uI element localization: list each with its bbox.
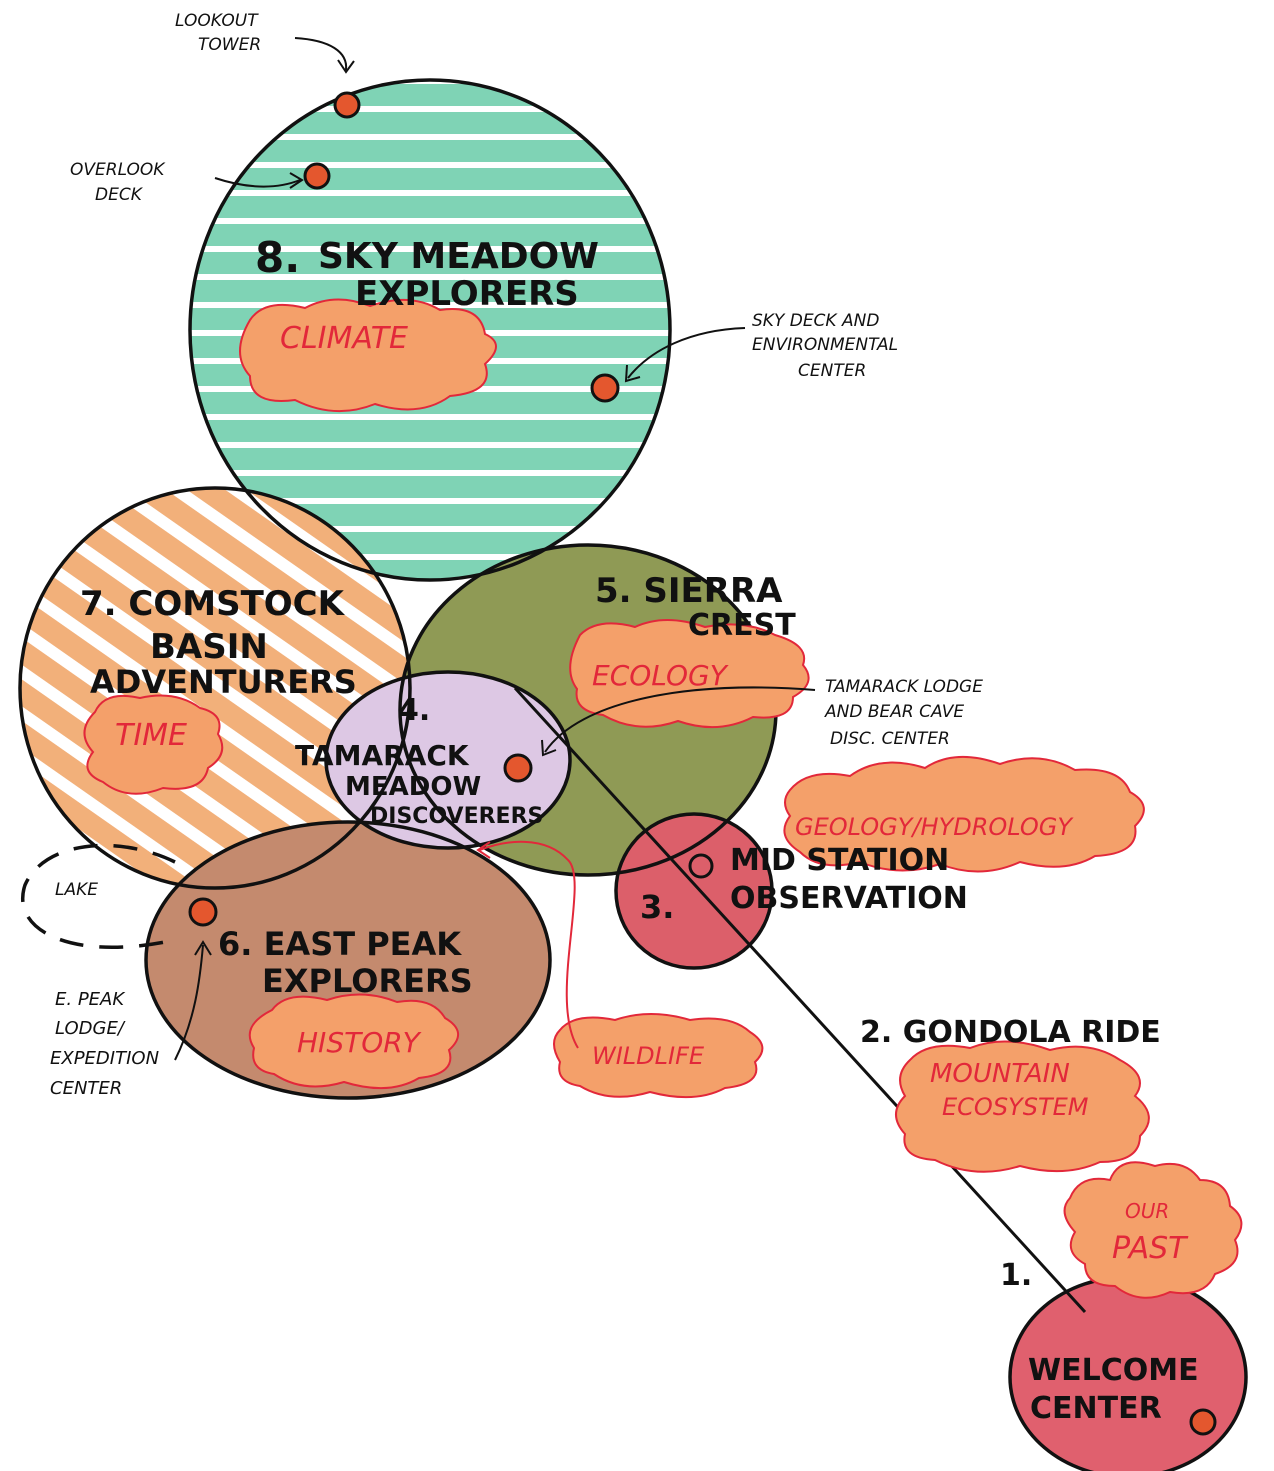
sky-deck-marker [590,373,620,403]
tamarack-lodge-label: TAMARACK LODGE [825,677,983,697]
our-past-cloud [1063,1161,1243,1299]
tamarack-number: 4. [398,693,430,728]
tamarack-title-line3: DISCOVERERS [370,804,543,829]
tamarack-title-line2: MEADOW [345,772,481,802]
comstock-title-line2: BASIN [150,627,268,667]
welcome-center-zone [1010,1277,1246,1471]
comstock-title-line3: ADVENTURERS [90,663,357,701]
mid-station-marker [688,853,714,879]
tamarack-title: TAMARACK [295,739,470,772]
lookout-tower-marker [333,91,361,119]
overlook-arrow [214,177,301,188]
epeak-label-line4: CENTER [50,1078,122,1099]
lookout-arrowhead [337,59,355,74]
time-theme: TIME [115,718,187,753]
sierra-crest-title: 5. SIERRA [595,571,783,611]
climate-theme: CLIMATE [280,321,408,356]
leader-arrows [174,37,816,1061]
wildlife-connector-arrowhead [476,841,491,859]
east-peak-arrowhead [194,940,212,956]
east-peak-arrow [174,944,204,1061]
welcome-title-line2: CENTER [1030,1391,1162,1426]
gondola-cable-line [513,686,1087,1314]
mid-station-title-line2: OBSERVATION [730,881,968,916]
lake-label: LAKE [55,880,98,900]
east-peak-outline [144,820,552,1100]
east-peak-lodge-marker [188,897,218,927]
sky-deck-label-line2: ENVIRONMENTAL [752,335,898,355]
lookout-label: LOOKOUT [175,11,259,31]
overlook-arrowhead [289,172,304,189]
mid-station-title: MID STATION [730,843,949,878]
mid-station-outline [614,812,774,970]
welcome-number: 1. [1000,1258,1032,1293]
tamarack-zone [326,672,570,848]
comstock-title: 7. COMSTOCK [80,584,346,624]
our-theme: OUR [1125,1199,1169,1223]
history-cloud [248,993,459,1090]
geology-hydrology-cloud [783,755,1145,873]
mountain-ecosystem-cloud [895,1040,1150,1173]
sky-deck-label: SKY DECK AND [752,311,879,331]
welcome-title: WELCOME [1028,1353,1199,1388]
epeak-label-line3: EXPEDITION [50,1048,159,1069]
overlook-label-line2: DECK [95,185,144,205]
ecosystem-theme: ECOSYSTEM [942,1093,1089,1121]
epeak-label: E. PEAK [55,989,125,1010]
overlook-deck-marker [303,162,331,190]
poi-markers [188,91,1217,1436]
tamarack-lodge-label-line3: DISC. CENTER [830,729,950,749]
lookout-label-line2: TOWER [198,35,261,55]
east-peak-title: 6. EAST PEAK [218,925,462,963]
time-cloud [83,694,224,795]
welcome-center-marker [1189,1408,1217,1436]
tamarack-lodge-arrow [544,686,816,753]
tamarack-lodge-marker [503,753,533,783]
sky-deck-arrow [627,327,746,379]
tamarack-outline [324,670,572,850]
geology-hydrology-theme: GEOLOGY/HYDROLOGY [795,813,1074,841]
tamarack-lodge-arrowhead [541,739,557,757]
sky-meadow-outline [188,78,672,582]
ecology-cloud [569,619,810,729]
sky-meadow-title-line2: EXPLORERS [355,274,579,314]
gondola-title: 2. GONDOLA RIDE [860,1015,1161,1050]
sky-deck-arrowhead [624,364,641,383]
ecology-theme: ECOLOGY [592,659,729,692]
sky-meadow-number: 8. [255,233,300,282]
comstock-outline [18,486,412,890]
history-theme: HISTORY [297,1026,422,1059]
tamarack-lodge-label-line2: AND BEAR CAVE [824,702,964,722]
sierra-crest-title-line2: CREST [688,608,796,643]
lake-outline [21,843,176,950]
wildlife-cloud [553,1013,764,1099]
overlook-label: OVERLOOK [70,160,166,180]
epeak-label-line2: LODGE/ [55,1018,126,1039]
lookout-arrow [294,37,348,71]
sky-meadow-title: SKY MEADOW [318,236,599,277]
sky-deck-label-line3: CENTER [798,361,866,381]
climate-cloud [239,298,497,413]
wildlife-connector-arrow [479,840,579,1049]
mid-station-number: 3. [640,888,674,926]
past-theme: PAST [1112,1231,1189,1266]
mid-station-zone [616,814,772,968]
wildlife-theme: WILDLIFE [592,1042,705,1070]
east-peak-title-line2: EXPLORERS [262,962,473,1000]
mountain-theme: MOUNTAIN [930,1059,1070,1089]
